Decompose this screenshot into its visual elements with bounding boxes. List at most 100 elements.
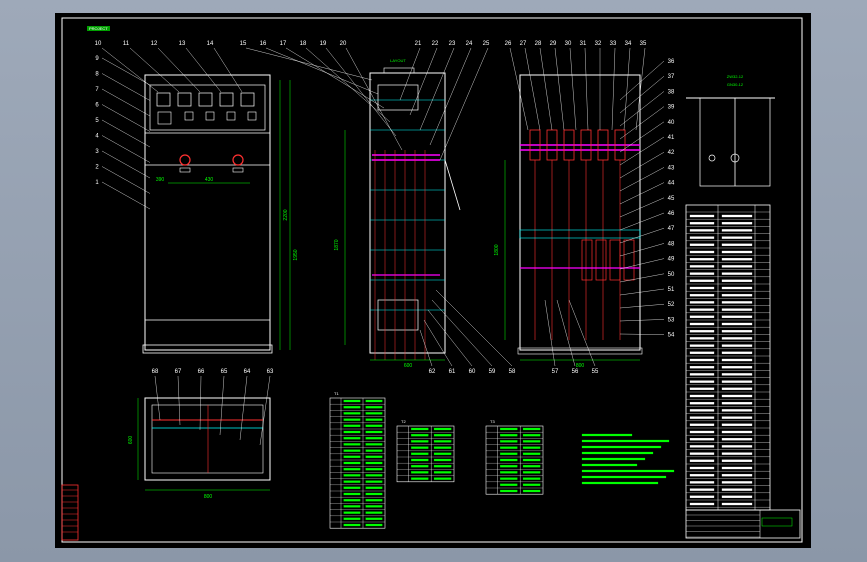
table-1-cell [343,492,361,496]
callout-rear-38: 38 [668,89,675,95]
leader-line [611,47,616,131]
table-1 [329,397,386,529]
leader-line [556,299,576,367]
rear-fuse [623,239,635,281]
callout-front-6: 6 [95,103,99,109]
dim-side-width: 600 [404,363,413,369]
table-1-cell [365,430,383,434]
callout-rear-52: 52 [668,302,675,308]
callout-front-14: 14 [207,41,214,47]
callout-front-7: 7 [95,87,99,93]
callout-rear-36: 36 [668,59,675,65]
table-2-cell [411,446,429,449]
parts-list-text [721,315,753,318]
switch-indicator [184,111,194,121]
dim-width-label: 430 [205,177,214,183]
leader-line [619,60,665,101]
parts-list-text [689,286,715,290]
parts-list-text [689,265,715,268]
switch-indicator [205,111,215,121]
leader-line [219,375,225,436]
leader-line [619,197,665,218]
table-1-cell [343,412,361,415]
parts-list-text [689,495,715,498]
leader-line [419,329,433,367]
side-handle [444,159,461,211]
callout-rear-44: 44 [668,181,675,187]
parts-list-text [721,279,753,282]
parts-list-text [689,423,715,426]
table-1-cell [343,437,361,440]
callout-rear-32: 32 [595,41,602,47]
parts-list-text [689,481,715,484]
table-1-cell [365,449,383,452]
parts-list-text [721,351,753,354]
table-1-cell [343,443,361,446]
side-header: LAYOUT [390,58,406,63]
meter-window [219,92,234,107]
parts-list-text [721,301,753,304]
leader-line [619,167,665,192]
parts-list-text [721,402,753,405]
schematic-label: ZW32-12 [727,74,744,79]
schematic-transformer [730,153,740,163]
switch-indicator [226,111,236,121]
table-1-cell [343,406,361,409]
callout-side-17: 17 [280,41,287,47]
callout-rear-27: 27 [520,41,527,47]
table-1-cell [343,418,361,421]
table-1-cell [343,430,361,434]
leader-line [199,375,202,431]
leader-line [619,304,665,309]
parts-list-text [689,366,715,369]
callout-plan-65: 65 [221,369,228,375]
table-1-cell [365,418,383,421]
parts-list-text [721,337,753,340]
leader-line [157,47,201,93]
dim-plan-width: 800 [204,494,213,500]
parts-list-text [721,265,753,268]
callout-side-20: 20 [340,41,347,47]
parts-list-text [689,279,715,282]
parts-list-text [721,344,753,347]
callout-mid-23: 23 [449,41,456,47]
table-1-cell [343,523,361,527]
meter-window [240,92,255,107]
parts-list-text [721,394,753,398]
table-2-cell [433,471,452,474]
callout-front-2: 2 [95,165,99,171]
table-3-cell [500,489,518,493]
parts-list-text [721,380,753,383]
parts-list-text [721,258,753,261]
table-1-cell [365,492,383,496]
table-1-cell [343,511,361,514]
table-2-cell [411,434,429,437]
leader-line [101,104,151,132]
side-component [377,299,419,331]
parts-list-text [721,474,753,477]
table-3-cell [522,440,541,443]
table-1-cell [365,468,383,471]
leader-line [245,47,373,81]
leader-line [619,228,665,244]
leader-line [619,333,665,335]
callout-rear-45: 45 [668,196,675,202]
parts-list-text [721,366,753,369]
relay-window [157,111,172,125]
table-1-cell [365,437,383,440]
leader-line [259,375,271,446]
leader-line [584,47,589,131]
leader-line [177,375,181,426]
parts-list-text [689,373,715,376]
technical-note-line [581,445,662,449]
parts-list-text [689,243,715,246]
front-instrument-panel [149,84,266,131]
table-1-cell [365,474,383,477]
leader-line [439,47,489,161]
rear-base [517,347,643,355]
callout-front-13: 13 [179,41,186,47]
callout-rear-47: 47 [668,226,675,232]
parts-list-text [689,258,715,261]
